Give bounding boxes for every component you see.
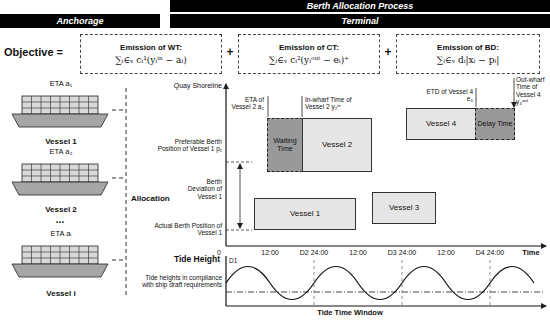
formula: ∑ᵢ∈ᵥ dᵢ|xᵢ − pᵢ| (437, 55, 499, 65)
axis-title: Quay Shoreline (150, 82, 222, 90)
vessel-icon: ETA a₁ Vessel 1 (4, 80, 118, 146)
tick-label: D1 (229, 257, 243, 264)
vessel-name: Vessel 3 (389, 203, 419, 212)
etd-annotation: ETD of Vessel 4 e₄ (424, 88, 473, 103)
eta-label: ETA a₁ (50, 80, 72, 89)
allocation-label: Allocation (131, 194, 179, 203)
vessel-icon: ETA aᵢ Vessel i (4, 230, 118, 298)
deviation-note: Berth Deviation of Vessel 1 (183, 178, 222, 200)
objective-term: Emission of BD: ∑ᵢ∈ᵥ dᵢ|xᵢ − pᵢ| (396, 34, 540, 74)
out-wharf-annotation: Out-wharf Time of Vessel 4 y₄ᵒᵘᵗ (516, 76, 548, 106)
y-axis (225, 84, 226, 246)
header-text: Berth Allocation Process (307, 1, 414, 11)
actual-position-note: Actual Berth Position of Vessel 1 (150, 222, 222, 237)
header-text: Anchorage (56, 16, 103, 26)
vessel-name: Vessel 4 (426, 119, 456, 128)
term-title: Emission of CT: (279, 43, 339, 52)
ship-icon (12, 246, 108, 277)
tide-curve (226, 267, 534, 300)
eta-annotation: ETA of Vessel 2 a₂ (226, 96, 264, 111)
berth-block: Vessel 1 (254, 198, 356, 230)
plus-sign: + (381, 46, 395, 60)
berth-block: Vessel 3 (372, 192, 436, 224)
allocation-bracket (112, 88, 126, 296)
header-band: Berth Allocation Process (170, 0, 550, 12)
tick-label: 12:00 (250, 249, 290, 257)
ship-icon (12, 96, 108, 127)
tick-label: D4 24:00 (470, 249, 510, 257)
tide-y-axis (225, 256, 226, 306)
idle-block: Waiting Time (267, 118, 303, 172)
berth-block: Vessel 4 (406, 108, 476, 140)
header-text: Terminal (341, 16, 378, 26)
x-axis (226, 245, 546, 246)
eta-label: ETA a₂ (50, 148, 73, 157)
threshold-note: Tide heights in compliance with ship dra… (140, 274, 222, 289)
header-band: Anchorage (0, 14, 160, 28)
idle-name: Waiting Time (269, 137, 301, 153)
vessel-name: Vessel i (46, 289, 75, 298)
ship-icon (12, 164, 108, 195)
tick-label: 12:00 (426, 249, 466, 257)
eta-label: ETA aᵢ (50, 230, 71, 239)
formula: ∑ᵢ∈ᵥ cᵢ²(yᵢᵒᵘᵗ − eᵢ)⁺ (269, 55, 349, 65)
tick-label: D3 24:00 (382, 249, 422, 257)
idle-block: Delay Time (475, 108, 515, 140)
axis-title: Time (515, 249, 547, 258)
ellipsis: ... (40, 214, 80, 226)
term-title: Emission of WT: (120, 43, 182, 52)
term-title: Emission of BD: (437, 43, 499, 52)
preferred-position-note: Preferable Berth Position of Vessel 1 p₁ (150, 138, 222, 153)
vessel-name: Vessel 1 (290, 209, 320, 218)
objective-term: Emission of WT: ∑ᵢ∈ᵥ cᵢ¹(yᵢⁱⁿ − aᵢ) (80, 34, 222, 74)
vessel-name: Vessel 2 (45, 205, 77, 214)
vessel-name: Vessel 2 (322, 140, 352, 149)
header-band: Terminal (170, 14, 550, 28)
draft-threshold (226, 292, 544, 293)
objective-term: Emission of CT: ∑ᵢ∈ᵥ cᵢ²(yᵢᵒᵘᵗ − eᵢ)⁺ (238, 34, 380, 74)
plus-sign: + (223, 46, 237, 60)
in-wharf-annotation: In-wharf Time of Vessel 2 y₂ⁱⁿ (305, 96, 371, 111)
deviation-arrow (240, 164, 241, 228)
tide-x-axis (226, 305, 546, 306)
axis-title: Tide Time Window (290, 309, 410, 318)
tick-label: D2 24:00 (294, 249, 334, 257)
chart-title: Tide Height (140, 255, 220, 265)
objective-label: Objective = (4, 46, 78, 59)
tick-label: 12:00 (338, 249, 378, 257)
berth-block: Vessel 2 (302, 118, 372, 172)
vessel-name: Vessel 1 (45, 137, 77, 146)
vessel-icon: ETA a₂ Vessel 2 (4, 148, 118, 214)
position-guide (226, 162, 252, 230)
idle-name: Delay Time (477, 120, 512, 128)
formula: ∑ᵢ∈ᵥ cᵢ¹(yᵢⁱⁿ − aᵢ) (115, 55, 187, 65)
